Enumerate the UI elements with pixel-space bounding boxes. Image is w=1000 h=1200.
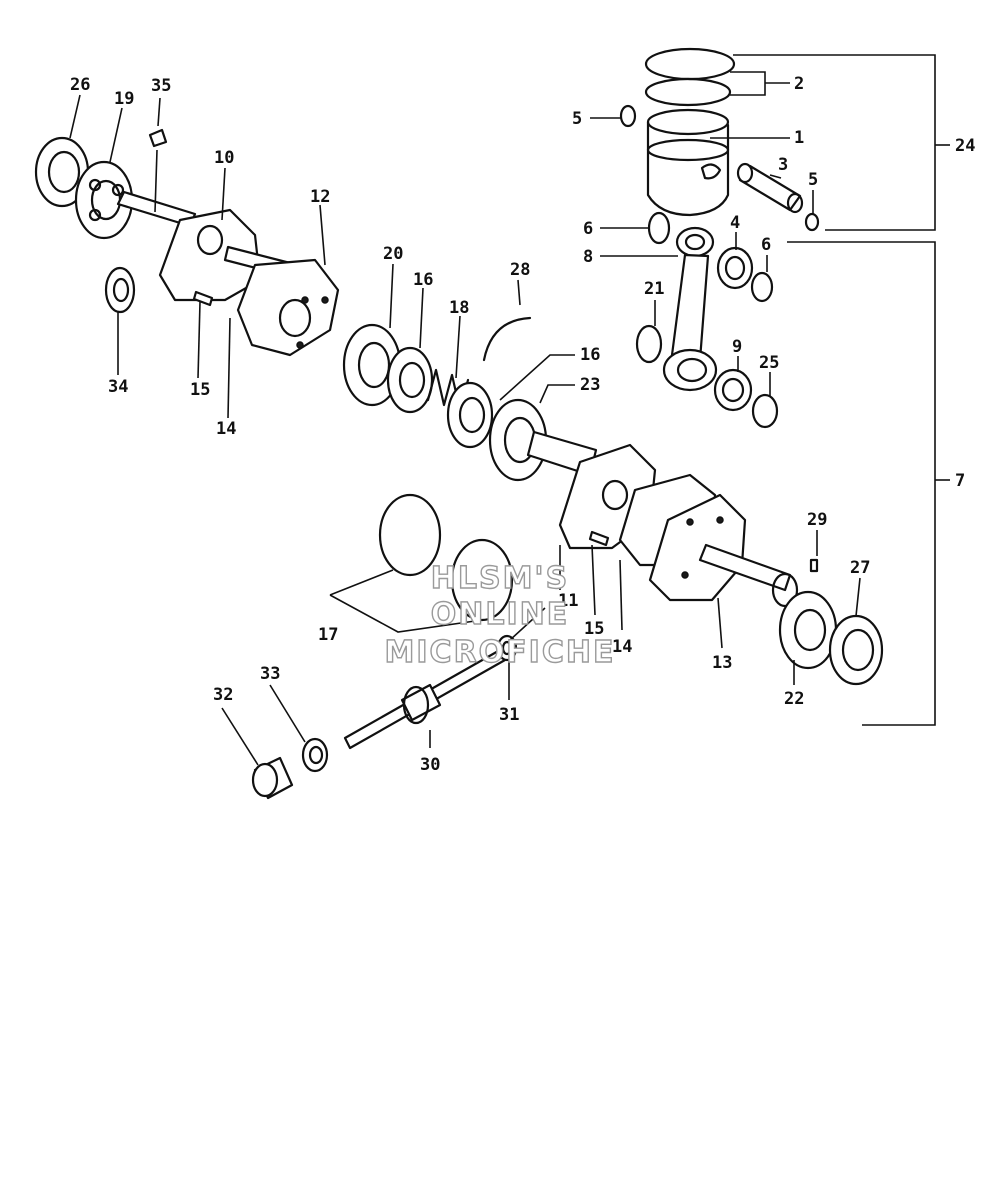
- callout-16a: 16: [413, 270, 433, 290]
- callout-31: 31: [499, 705, 519, 725]
- connecting-rod: [662, 226, 718, 392]
- watermark: HLSM'S ONLINE MICROFICHE: [384, 560, 616, 670]
- small-end-needle-bearing: [716, 246, 754, 290]
- callout-11: 11: [558, 591, 578, 611]
- callout-9: 9: [732, 337, 742, 357]
- callout-1: 1: [794, 128, 804, 148]
- piston-circlip-left: [619, 104, 637, 128]
- big-end-needle-bearing: [713, 368, 753, 412]
- callout-5a: 5: [572, 109, 582, 129]
- piston-ring-lower: [644, 77, 732, 107]
- callout-3: 3: [778, 155, 788, 175]
- callout-6a: 6: [583, 219, 593, 239]
- piston-pin: [736, 162, 804, 214]
- main-bearing-right: [778, 590, 838, 670]
- thrust-washer-lower-right: [751, 393, 779, 429]
- callout-8: 8: [583, 247, 593, 267]
- callout-28: 28: [510, 260, 530, 280]
- callout-34: 34: [108, 377, 128, 397]
- crank-pin-bolt-left: [192, 290, 214, 307]
- callout-labels: 1 2 3 4 5 5 6 6 7 8 9 10 11 12 13 14 14 …: [70, 74, 975, 775]
- labyrinth-seal-left: [386, 346, 434, 414]
- callout-5b: 5: [808, 170, 818, 190]
- labyrinth-seal-right: [446, 381, 494, 449]
- callout-26: 26: [70, 75, 90, 95]
- callout-20: 20: [383, 244, 403, 264]
- callout-18: 18: [449, 298, 469, 318]
- drive-gear: [400, 683, 442, 725]
- watermark-line-1: HLSM'S: [431, 561, 569, 596]
- thrust-washer-upper-left: [647, 211, 671, 245]
- locating-ring: [482, 316, 532, 362]
- drive-shaft-washer: [496, 634, 518, 662]
- center-main-bearing: [342, 323, 402, 407]
- callout-4: 4: [730, 213, 740, 233]
- drive-shaft-cap: [251, 756, 294, 800]
- woodruff-key: [148, 128, 168, 148]
- crankshaft-left-stub: [116, 190, 197, 228]
- drive-shaft-bearing: [301, 737, 329, 773]
- callout-7: 7: [955, 471, 965, 491]
- watermark-line-3: MICROFICHE: [385, 635, 616, 670]
- snap-ring-upper: [378, 493, 442, 577]
- callout-29: 29: [807, 510, 827, 530]
- callout-2: 2: [794, 74, 804, 94]
- crank-pin-bolt-right: [588, 530, 610, 547]
- callout-16b: 16: [580, 345, 600, 365]
- callout-15b: 15: [584, 619, 604, 639]
- callout-12: 12: [310, 187, 330, 207]
- callout-21: 21: [644, 279, 664, 299]
- piston: [646, 108, 730, 217]
- thrust-washer-lower-left: [635, 324, 663, 364]
- callout-14b: 14: [612, 637, 632, 657]
- thrust-washer-upper-right: [750, 271, 774, 303]
- watermark-line-2: ONLINE: [431, 597, 570, 632]
- washer-left: [104, 266, 136, 314]
- callout-14a: 14: [216, 419, 236, 439]
- callout-22: 22: [784, 689, 804, 709]
- callout-17: 17: [318, 625, 338, 645]
- piston-circlip-right: [804, 212, 820, 232]
- callout-35: 35: [151, 76, 171, 96]
- oil-seal-right: [828, 614, 884, 686]
- callout-33: 33: [260, 664, 280, 684]
- callout-23: 23: [580, 375, 600, 395]
- crank-web-right-3: [648, 493, 747, 602]
- leader-lines: [69, 54, 950, 766]
- callout-27: 27: [850, 558, 870, 578]
- callout-6b: 6: [761, 235, 771, 255]
- callout-15a: 15: [190, 380, 210, 400]
- callout-13: 13: [712, 653, 732, 673]
- callout-32: 32: [213, 685, 233, 705]
- callout-24: 24: [955, 136, 975, 156]
- crank-web-left-2: [236, 258, 340, 357]
- piston-ring-upper: [644, 47, 736, 81]
- callout-10: 10: [214, 148, 234, 168]
- callout-19: 19: [114, 89, 134, 109]
- dowel-pin: [809, 558, 819, 573]
- callout-25: 25: [759, 353, 779, 373]
- callout-30: 30: [420, 755, 440, 775]
